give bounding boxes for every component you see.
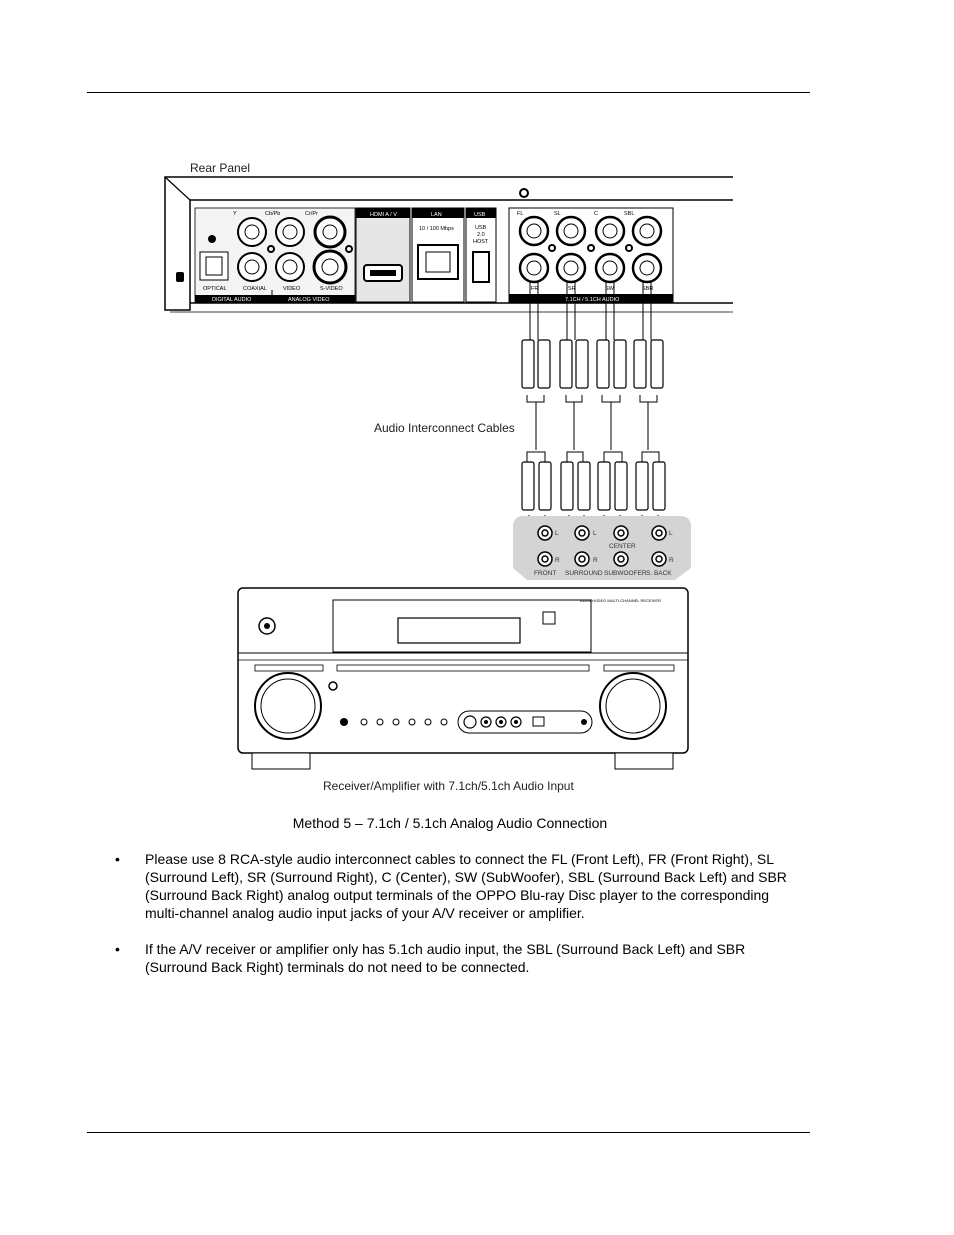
rear-panel-label: Rear Panel	[190, 161, 251, 175]
receiver-input-panel	[513, 516, 691, 580]
volume-knob-left	[254, 672, 322, 740]
surround-label: SURROUND	[565, 570, 603, 577]
header-rule	[87, 92, 810, 93]
front-l-label: L	[555, 530, 559, 537]
panel-text-labels: Y Cb/Pb Cr/Pr OPTICAL COAXIAL VIDEO S-VI…	[203, 211, 653, 303]
rca-plugs-upper	[521, 339, 664, 389]
receiver-badge: AUDIO/VIDEO MULTI-CHANNEL RECEIVER	[580, 598, 661, 603]
analog-video-label: ANALOG VIDEO	[288, 297, 330, 303]
optical-label: OPTICAL	[203, 286, 227, 292]
lan-label: LAN	[431, 212, 442, 218]
ground-screw-icon	[208, 235, 216, 243]
sbr-label: SBR	[642, 286, 653, 292]
digital-audio-label: DIGITAL AUDIO	[212, 297, 252, 303]
receiver-jack-labels: L L L CENTER R R R FRONT SURROUND SUBWOO…	[534, 530, 674, 603]
sl-label: SL	[554, 211, 561, 217]
multichannel-label: 7.1CH / 5.1CH AUDIO	[565, 297, 620, 303]
player-rear-panel	[164, 176, 733, 313]
list-item: • Please use 8 RCA-style audio interconn…	[115, 850, 805, 922]
sback-l-label: L	[669, 530, 673, 537]
usb-desc-line-3: HOST	[473, 239, 489, 245]
front-label: FRONT	[534, 570, 556, 577]
sbl-label: SBL	[624, 211, 634, 217]
receiver-front	[237, 587, 689, 770]
instruction-list: • Please use 8 RCA-style audio interconn…	[115, 850, 805, 994]
sback-r-label: R	[669, 557, 674, 564]
connection-diagram: Y Cb/Pb Cr/Pr OPTICAL COAXIAL VIDEO S-VI…	[164, 176, 733, 770]
rca-plugs-lower	[521, 461, 666, 511]
figure-caption: Method 5 – 7.1ch / 5.1ch Analog Audio Co…	[292, 815, 608, 831]
list-item-text: If the A/V receiver or amplifier only ha…	[145, 941, 746, 975]
front-r-label: R	[555, 557, 560, 564]
usb-label: USB	[474, 212, 486, 218]
lan-speed-label: 10 / 100 Mbps	[419, 226, 454, 232]
component-cr-label: Cr/Pr	[305, 211, 318, 217]
fr-label: FR	[531, 286, 538, 292]
usb-desc-line-1: USB	[475, 225, 487, 231]
footer-rule	[87, 1132, 810, 1133]
svideo-label: S-VIDEO	[320, 286, 343, 292]
center-label: CENTER	[609, 543, 636, 550]
usb-port	[472, 251, 490, 283]
coaxial-label: COAXIAL	[243, 286, 267, 292]
list-item: • If the A/V receiver or amplifier only …	[115, 940, 805, 976]
sr-label: SR	[568, 286, 576, 292]
subwoofer-label: SUBWOOFER	[604, 570, 647, 577]
rca-jacks-audio-out	[518, 215, 663, 284]
connection-diagram-svg: Y Cb/Pb Cr/Pr OPTICAL COAXIAL VIDEO S-VI…	[164, 176, 733, 770]
receiver-label: Receiver/Amplifier with 7.1ch/5.1ch Audi…	[323, 779, 574, 793]
hdmi-label: HDMI A / V	[370, 212, 397, 218]
volume-knob-right	[599, 672, 667, 740]
sback-label: S. BACK	[646, 570, 672, 577]
c-label: C	[594, 211, 598, 217]
list-item-text: Please use 8 RCA-style audio interconnec…	[145, 851, 787, 921]
video-label: VIDEO	[283, 286, 301, 292]
optical-jack	[199, 251, 229, 281]
surround-r-label: R	[593, 557, 598, 564]
fl-label: FL	[517, 211, 523, 217]
rca-jacks-video	[237, 215, 348, 285]
bullet-glyph: •	[115, 941, 120, 957]
sw-label: SW	[605, 286, 615, 292]
cables-label: Audio Interconnect Cables	[374, 421, 515, 435]
component-y-label: Y	[233, 211, 237, 217]
surround-l-label: L	[593, 530, 597, 537]
usb-desc-line-2: 2.0	[477, 232, 485, 238]
panel-screw-icon	[519, 188, 529, 198]
panel-lock-icon	[176, 272, 184, 282]
component-cb-label: Cb/Pb	[265, 211, 280, 217]
bullet-glyph: •	[115, 851, 120, 867]
